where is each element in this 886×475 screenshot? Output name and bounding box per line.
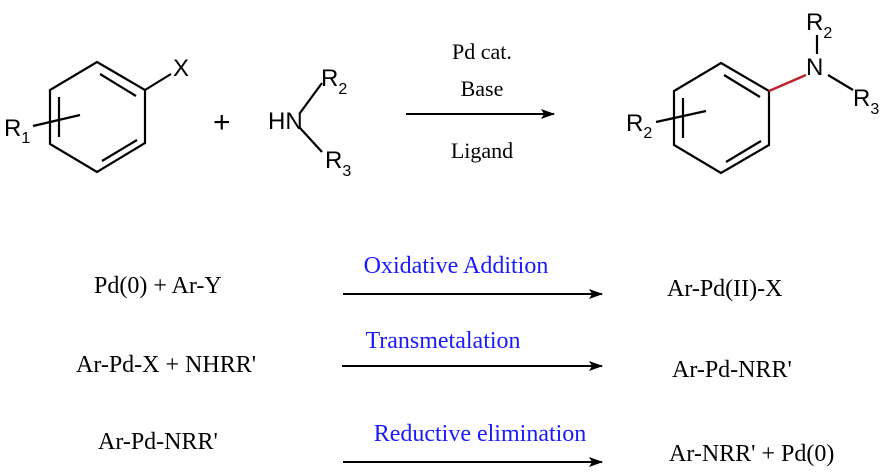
step-transmetalation: Ar-Pd-X + NHRR' Transmetalation Ar-Pd-NR… <box>76 328 792 383</box>
step-2-reactants: Ar-Pd-X + NHRR' <box>76 352 256 378</box>
condition-catalyst: Pd cat. <box>452 39 512 64</box>
r1-label: R1 <box>4 115 30 147</box>
product-r3-label: R3 <box>853 85 879 118</box>
amine-r2-label: R2 <box>321 65 347 98</box>
aryl-amine-product: N R2 R3 R2 <box>626 9 879 175</box>
step-1-products: Ar-Pd(II)-X <box>667 276 782 302</box>
c-n-new-bond <box>768 73 807 93</box>
r1-bond <box>32 113 81 128</box>
product-n-label: N <box>806 54 823 81</box>
step-3-products: Ar-NRR' + Pd(0) <box>669 441 834 467</box>
plus-sign: + <box>213 106 231 139</box>
step-3-label: Reductive elimination <box>374 421 587 447</box>
n-r3-bond-product <box>827 74 854 91</box>
condition-base: Base <box>461 76 504 101</box>
product-r2-top-label: R2 <box>806 9 832 42</box>
c-x-bond <box>144 73 172 91</box>
step-2-products: Ar-Pd-NRR' <box>672 357 792 383</box>
ring-r2-bond <box>655 109 707 124</box>
condition-ligand: Ligand <box>451 138 513 163</box>
amine-r3-label: R3 <box>325 147 351 180</box>
n-r3-bond <box>299 127 323 153</box>
step-3-reactants: Ar-Pd-NRR' <box>98 429 218 455</box>
step-2-label: Transmetalation <box>365 328 520 354</box>
leaving-group-label: X <box>173 55 189 82</box>
hn-label: HN <box>268 108 303 135</box>
step-1-reactants: Pd(0) + Ar-Y <box>94 273 222 299</box>
step-1-label: Oxidative Addition <box>364 253 549 279</box>
n-r2-bond <box>299 82 323 114</box>
product-ring-r2-label: R2 <box>626 110 652 142</box>
benzene-ring-reactant <box>32 60 172 174</box>
main-reaction-arrow: Pd cat. Base Ligand <box>406 39 555 163</box>
aryl-halide-structure: X R1 <box>4 55 189 174</box>
amine-structure: HN R2 R3 <box>268 65 351 180</box>
step-reductive-elimination: Ar-Pd-NRR' Reductive elimination Ar-NRR'… <box>98 421 834 467</box>
step-oxidative-addition: Pd(0) + Ar-Y Oxidative Addition Ar-Pd(II… <box>94 253 782 302</box>
benzene-ring-product <box>655 61 771 175</box>
